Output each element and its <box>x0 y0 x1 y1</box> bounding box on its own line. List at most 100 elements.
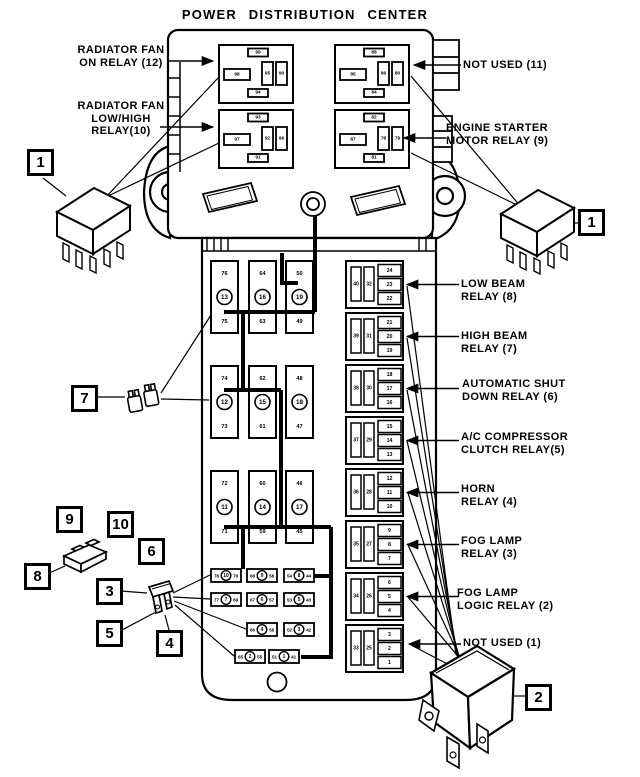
socket-pin <box>363 153 385 163</box>
fuse-position-circle <box>216 393 233 411</box>
cavity-number: 11 <box>387 490 393 496</box>
fuse-position-circle <box>244 651 256 663</box>
cavity-number: 35 <box>353 541 359 547</box>
cavity-number: 8 <box>388 542 391 548</box>
fuse-pair-3d <box>126 382 160 413</box>
cavity-number: 48 <box>296 376 302 382</box>
mounting-ear-right <box>423 148 467 242</box>
label-line: NOT USED (1) <box>463 637 542 649</box>
cavity-number: 49 <box>296 319 302 325</box>
fuse-position-number: 3 <box>298 627 301 633</box>
cavity-number: 25 <box>366 645 372 651</box>
socket-pin <box>223 68 251 81</box>
relay-socket-outline <box>218 44 294 104</box>
cavity-number: 10 <box>387 504 393 510</box>
label-high-beam-relay: HIGH BEAM RELAY (7) <box>461 330 528 355</box>
label-radiator-fan-on-relay: RADIATOR FAN ON RELAY (12) <box>74 44 168 69</box>
cavity-number: 50 <box>296 271 302 277</box>
fuse-position-circle <box>291 288 308 306</box>
callout-6: 6 <box>138 538 165 565</box>
callout-7: 7 <box>71 385 98 412</box>
cavity-number: 46 <box>296 481 302 487</box>
cavity-number: 17 <box>387 386 393 392</box>
label-not-used-11: NOT USED (11) <box>463 59 547 72</box>
cavity-number: 22 <box>387 296 393 302</box>
cavity-number: 14 <box>387 438 393 444</box>
pin-number: 90 <box>279 70 285 76</box>
socket-pin <box>247 153 269 163</box>
pin-number: 94 <box>255 90 261 96</box>
callout-1-right: 1 <box>578 209 605 236</box>
cavity-number: 40 <box>353 281 359 287</box>
callout-3: 3 <box>96 578 123 605</box>
label-line: AUTOMATIC SHUT <box>462 378 566 390</box>
label-horn-relay: HORN RELAY (4) <box>461 483 517 508</box>
cavity-number: 52 <box>287 627 293 632</box>
left-channel <box>168 62 181 172</box>
cavity-number: 68 <box>250 573 256 578</box>
fuse-position-circle <box>293 624 305 636</box>
fuse-position-circle <box>256 624 268 636</box>
socket-pin <box>275 126 288 151</box>
callout-9: 9 <box>56 506 83 533</box>
relay-socket-outline <box>218 109 294 169</box>
cavity-number: 65 <box>238 654 244 659</box>
fuse-position-number: 16 <box>259 294 266 301</box>
cavity-number: 63 <box>259 319 265 325</box>
socket-pin <box>261 61 274 86</box>
label-line: ENGINE STARTER <box>446 122 548 134</box>
socket-pin <box>339 68 367 81</box>
callout-1-left: 1 <box>27 149 54 176</box>
cavity-number: 64 <box>259 271 266 277</box>
socket-pin <box>223 133 251 146</box>
cavity-number: 27 <box>366 541 372 547</box>
cavity-number: 9 <box>388 528 391 534</box>
cavity-number: 54 <box>287 573 293 578</box>
label-line: RADIATOR FAN <box>77 100 165 112</box>
cavity-number: 4 <box>388 608 391 614</box>
fuse-position-number: 10 <box>223 573 229 579</box>
page-title: POWER DISTRIBUTION CENTER <box>181 7 429 22</box>
fuse-position-circle <box>291 498 308 516</box>
cavity-number: 56 <box>269 627 275 632</box>
label-line: LOGIC RELAY (2) <box>457 599 554 612</box>
fuse-position-circle <box>293 594 305 606</box>
cavity-number: 60 <box>259 481 265 487</box>
relay-blade-pins <box>446 722 489 770</box>
cavity-number: 71 <box>221 529 227 535</box>
cavity-number: 30 <box>366 385 372 391</box>
label-line: ON RELAY (12) <box>79 56 163 69</box>
pin-number: 97 <box>234 136 240 142</box>
pin-number: 81 <box>371 155 377 161</box>
relay-3d-bottom <box>418 644 517 770</box>
pin-number: 80 <box>395 70 401 76</box>
leader-arrows <box>160 55 461 650</box>
fuse-position-number: 7 <box>225 597 228 603</box>
pin-number: 79 <box>395 135 401 141</box>
leader-lines <box>42 75 578 697</box>
socket-pin <box>363 88 385 98</box>
cavity-number: 66 <box>250 627 256 632</box>
cavity-number: 6 <box>388 580 391 586</box>
socket-pin <box>247 47 269 58</box>
socket-pin <box>247 88 269 98</box>
cavity-number: 21 <box>387 320 393 326</box>
cavity-number: 38 <box>353 385 359 391</box>
pin-number: 98 <box>234 71 240 77</box>
tick-band <box>202 239 436 252</box>
cavity-number: 57 <box>269 597 275 602</box>
